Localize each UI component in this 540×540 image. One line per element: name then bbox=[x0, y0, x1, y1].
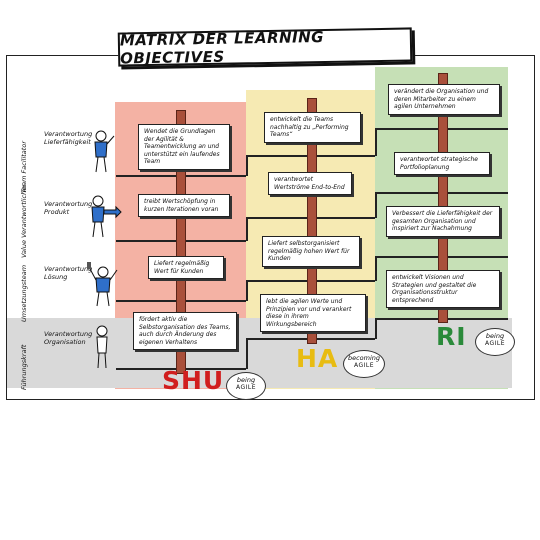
role-label: Value Verantwortlicher bbox=[20, 184, 28, 258]
ri-badge: being AGILE bbox=[475, 328, 515, 356]
shu-sign-3: Liefert regelmäßig Wert für Kunden bbox=[148, 256, 224, 279]
badge-top: being bbox=[485, 332, 505, 340]
badge-top: being bbox=[236, 376, 256, 384]
row-label: Verantwortung Organisation bbox=[44, 330, 93, 346]
title-banner: MATRIX DER LEARNING OBJECTIVES bbox=[117, 27, 413, 68]
shu-sign-2: treibt Wertschöpfung in kurzen Iteration… bbox=[138, 194, 230, 217]
ri-sign-2: verantwortet strategische Portfolioplanu… bbox=[394, 152, 490, 175]
stair-riser bbox=[375, 318, 377, 339]
row-label: Verantwortung Lösung bbox=[44, 265, 93, 281]
shu-badge: being AGILE bbox=[226, 372, 266, 400]
stair-riser bbox=[246, 338, 248, 369]
stage-label-shu: SHU bbox=[162, 366, 225, 395]
badge-top: becoming bbox=[347, 354, 381, 362]
ha-post bbox=[307, 98, 317, 344]
stair-riser bbox=[375, 192, 377, 218]
stair-riser bbox=[375, 128, 377, 156]
ha-badge: becoming AGILE bbox=[343, 350, 385, 378]
ha-sign-3: Liefert selbstorganisiert regelmäßig hoh… bbox=[262, 236, 360, 267]
shu-post bbox=[176, 110, 186, 374]
ri-sign-1: verändert die Organisation und deren Mit… bbox=[388, 84, 500, 115]
manager-figure-icon bbox=[96, 325, 108, 369]
ha-sign-1: entwickelt die Teams nachhaltig zu „Perf… bbox=[264, 112, 361, 143]
diagram-title: MATRIX DER LEARNING OBJECTIVES bbox=[119, 27, 325, 68]
stair-riser bbox=[246, 217, 248, 241]
stair-riser bbox=[375, 256, 377, 281]
ha-sign-2: verantwortet Wertströme End-to-End bbox=[268, 172, 352, 195]
role-label: Führungskraft bbox=[20, 344, 28, 390]
ri-sign-3: Verbessert die Lieferfähigkeit der gesam… bbox=[386, 206, 500, 237]
badge-bottom: AGILE bbox=[484, 340, 506, 347]
badge-bottom: AGILE bbox=[353, 362, 375, 369]
shu-sign-1: Wendet die Grundlagen der Agilität & Tea… bbox=[138, 124, 230, 170]
stage-label-ri: RI bbox=[436, 322, 467, 351]
row-label: Verantwortung Produkt bbox=[44, 200, 93, 216]
ri-post bbox=[438, 73, 448, 323]
stage-label-ha: HA bbox=[296, 344, 339, 373]
ri-sign-4: entwickelt Visionen und Strategien und g… bbox=[386, 270, 500, 308]
facilitator-figure-icon bbox=[94, 130, 115, 173]
team-figure-icon bbox=[87, 262, 118, 307]
role-label: Umsetzungsteam bbox=[20, 264, 28, 322]
stair-riser bbox=[246, 155, 248, 176]
stair-riser bbox=[246, 280, 248, 301]
row-label: Verantwortung Lieferfähigkeit bbox=[44, 130, 93, 146]
shu-sign-4: fördert aktiv die Selbstorganisation des… bbox=[133, 312, 237, 350]
value-owner-figure-icon bbox=[91, 195, 122, 238]
badge-bottom: AGILE bbox=[235, 384, 257, 391]
ha-sign-4: lebt die agilen Werte und Prinzipien vor… bbox=[260, 294, 366, 332]
